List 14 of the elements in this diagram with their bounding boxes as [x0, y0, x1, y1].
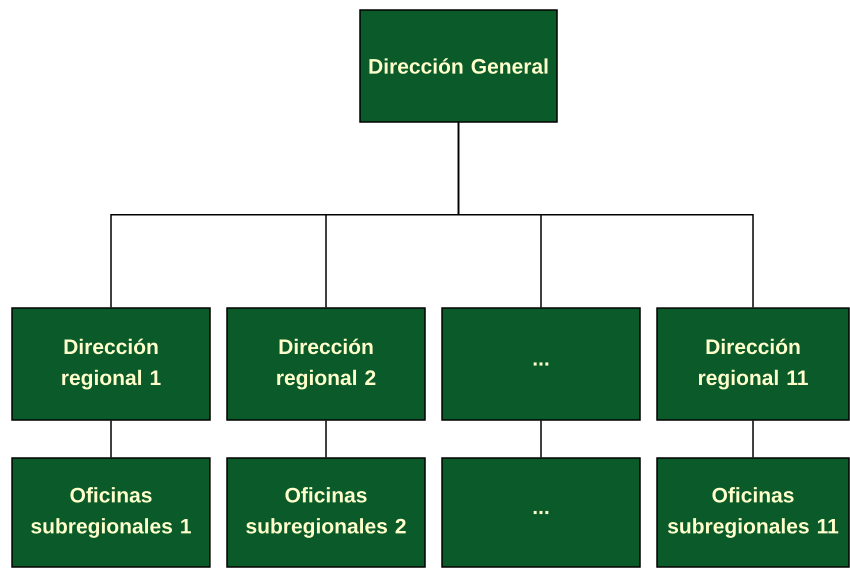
org-box: Dirección regional 1 [11, 307, 211, 421]
connector-line [540, 420, 542, 458]
org-box: ... [441, 457, 641, 568]
org-box: Dirección regional 2 [226, 307, 426, 421]
org-box: Oficinas subregionales 11 [656, 457, 850, 568]
org-box: Oficinas subregionales 1 [11, 457, 211, 568]
connector-line [458, 122, 754, 308]
connector-line [325, 420, 327, 458]
org-box: Dirección regional 11 [656, 307, 850, 421]
org-box: ... [441, 307, 641, 421]
connector-line [110, 420, 112, 458]
connector-line [752, 420, 754, 458]
org-box: Oficinas subregionales 2 [226, 457, 426, 568]
org-box: Dirección General [359, 9, 558, 123]
